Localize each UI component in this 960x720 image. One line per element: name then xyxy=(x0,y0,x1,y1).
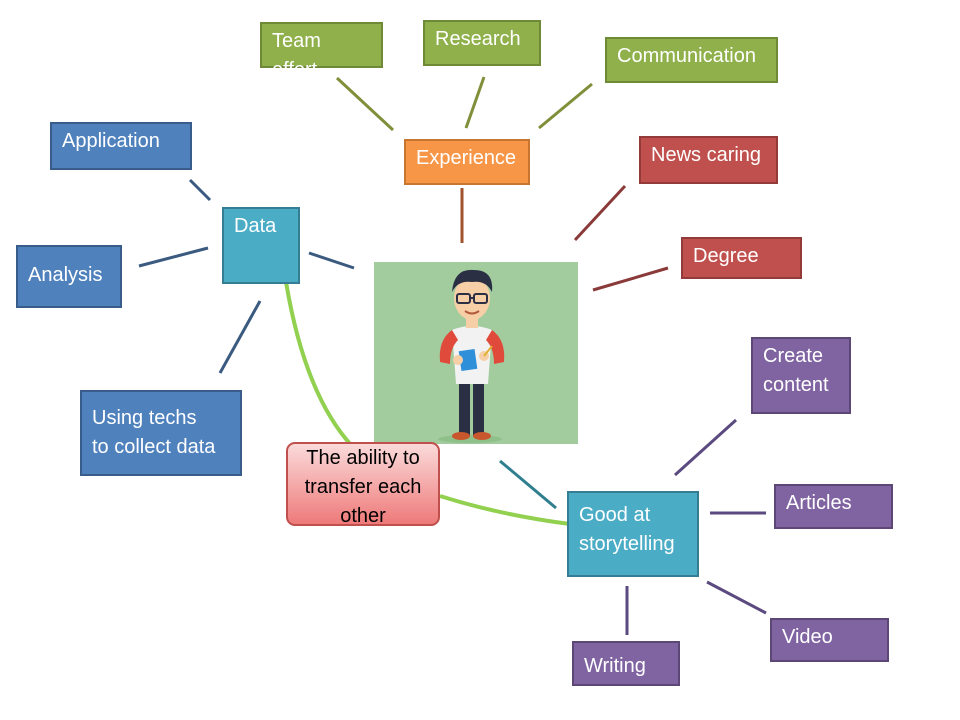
node-data: Data xyxy=(222,207,300,284)
link-transfer-storytelling xyxy=(439,494,571,526)
link-communication xyxy=(538,82,593,130)
node-news-caring: News caring xyxy=(639,136,778,184)
link-news-caring xyxy=(573,184,627,242)
node-transfer-ability: The ability to transfer each other xyxy=(286,442,440,527)
node-team-effort: Team effort xyxy=(260,22,383,81)
link-degree xyxy=(592,266,669,292)
node-articles: Articles xyxy=(774,484,893,529)
node-communication: Communication xyxy=(605,37,778,83)
link-team-effort xyxy=(335,76,395,132)
node-storytelling: Good at storytelling xyxy=(567,491,699,577)
node-research: Research xyxy=(423,20,541,66)
person-with-notebook-icon xyxy=(438,269,505,443)
node-using-techs: Using techs to collect data xyxy=(80,390,242,476)
link-research xyxy=(464,76,486,129)
link-center-storytelling xyxy=(499,459,557,510)
node-application: Application xyxy=(50,122,192,170)
link-create-content xyxy=(673,418,738,477)
node-degree: Degree xyxy=(681,237,802,279)
link-data-center xyxy=(308,251,355,270)
link-data-transfer xyxy=(284,281,354,448)
node-create-content: Create content xyxy=(751,337,851,414)
link-analysis xyxy=(138,246,209,268)
node-video: Video xyxy=(770,618,889,662)
link-application xyxy=(188,178,212,202)
central-figure xyxy=(374,262,578,444)
link-video xyxy=(706,580,767,615)
node-writing: Writing xyxy=(572,641,680,686)
link-using-techs xyxy=(218,300,262,374)
node-analysis: Analysis xyxy=(16,245,122,308)
node-experience: Experience xyxy=(404,139,530,185)
